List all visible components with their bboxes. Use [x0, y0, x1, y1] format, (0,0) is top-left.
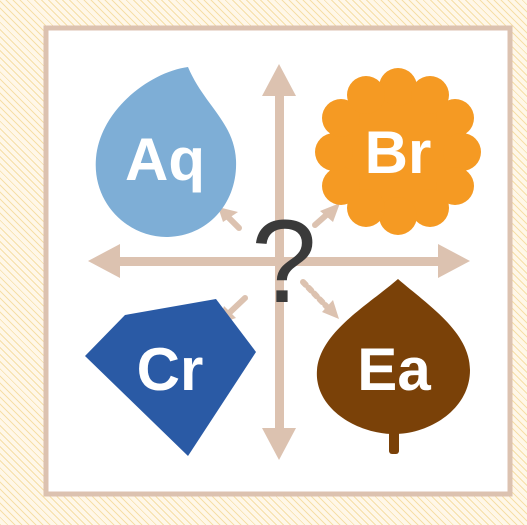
arrow-up-icon — [262, 64, 296, 96]
quadrant-label-ea: Ea — [357, 336, 431, 403]
arrow-to-ea-icon — [322, 300, 339, 319]
gem-icon — [85, 299, 256, 456]
arrow-to-aq-icon — [218, 207, 238, 222]
quadrant-aq: Aq — [95, 67, 237, 238]
arrow-to-br-icon — [320, 203, 340, 222]
arrow-down-icon — [262, 428, 296, 460]
quadrant-cr: Cr — [85, 299, 256, 456]
arrow-left-icon — [88, 244, 120, 278]
quadrant-ea: Ea — [316, 279, 470, 454]
quadrant-label-br: Br — [365, 119, 432, 186]
quadrant-br: Br — [315, 68, 481, 235]
center-question-mark: ? — [251, 196, 317, 328]
axis-arrows — [88, 64, 470, 460]
water-drop-icon — [95, 67, 237, 238]
quadrant-label-aq: Aq — [125, 126, 205, 193]
flower-icon — [315, 68, 481, 235]
arrow-right-icon — [438, 244, 470, 278]
leaf-icon — [316, 279, 470, 454]
quadrant-label-cr: Cr — [137, 336, 204, 403]
